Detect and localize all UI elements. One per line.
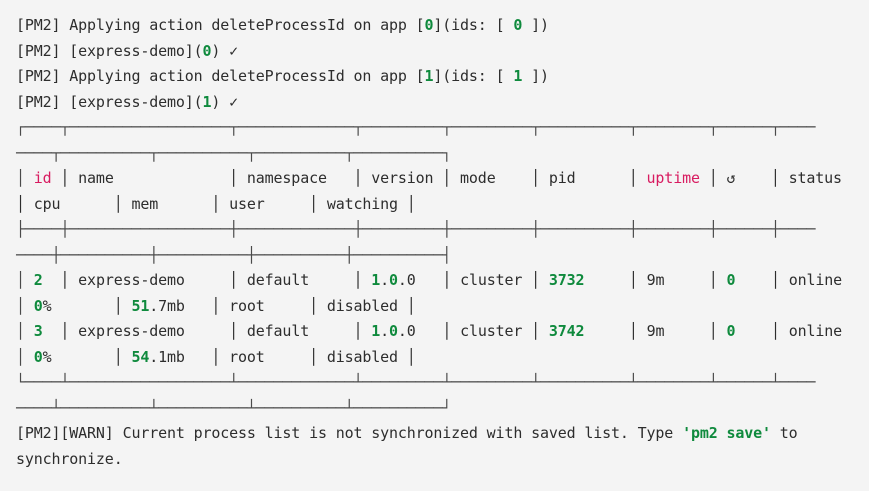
- text-segment: ┌────┬──────────────────┬─────────────┬─…: [16, 118, 816, 136]
- text-segment: │: [16, 271, 34, 289]
- text-segment: │ express-demo │ default │: [42, 271, 372, 289]
- text-segment: ](ids: [: [433, 67, 514, 85]
- cell-id: 2: [33, 271, 43, 289]
- table-header-row-wrap: │ cpu │ mem │ user │ watching │: [16, 192, 869, 218]
- process-id: 1: [513, 67, 523, 85]
- text-segment: [PM2] [express-demo](: [16, 41, 203, 60]
- text-segment: .: [380, 271, 390, 289]
- text-segment: ]): [522, 16, 549, 34]
- cell-restarts: 0: [726, 271, 736, 289]
- text-segment: │: [16, 347, 34, 366]
- table-separator: ├────┼──────────────────┼─────────────┼─…: [16, 217, 869, 243]
- text-segment: .0: [397, 271, 416, 289]
- table-border-top: ┌────┬──────────────────┬─────────────┬─…: [16, 115, 869, 141]
- cell-cpu: 0: [33, 347, 43, 366]
- cell-version: 1: [371, 322, 381, 340]
- text-segment: [PM2] [express-demo](: [16, 92, 203, 111]
- text-segment: to: [770, 424, 798, 442]
- text-segment: ) ✓: [211, 92, 239, 111]
- app-index: 0: [424, 16, 434, 34]
- table-row-1-wrap: │ 0% │ 51.7mb │ root │ disabled │: [16, 294, 869, 320]
- cell-version: 0: [389, 271, 398, 289]
- cell-restarts: 0: [726, 322, 736, 340]
- text-segment: [PM2] Applying action deleteProcessId on…: [16, 16, 425, 34]
- cell-version: 1: [371, 271, 381, 289]
- text-segment: │ cpu │ mem │ user │ watching │: [16, 194, 416, 213]
- table-border-bottom-wrap: ────┴──────────┴──────────┴──────────┴──…: [16, 396, 869, 422]
- text-segment: │ express-demo │ default │: [42, 322, 372, 340]
- cell-version: 0: [389, 322, 398, 340]
- text-segment: │ name │ namespace │ version │ mode │ pi…: [51, 169, 647, 187]
- table-separator-wrap: ────┼──────────┼──────────┼──────────┼──…: [16, 243, 869, 269]
- cell-mem: 54: [131, 347, 150, 366]
- pm2-log-line: [PM2] [express-demo](0) ✓: [16, 39, 869, 65]
- pm2-warning-line-wrap: synchronize.: [16, 447, 869, 473]
- cell-mem: 51: [131, 296, 150, 315]
- text-segment: ]): [522, 67, 549, 85]
- text-segment: │ 9m │: [584, 271, 727, 289]
- text-segment: [PM2] Applying action deleteProcessId on…: [16, 67, 425, 85]
- text-segment: ) ✓: [211, 41, 239, 60]
- text-segment: │ ↺ │ status: [699, 169, 842, 187]
- table-row-2-wrap: │ 0% │ 54.1mb │ root │ disabled │: [16, 345, 869, 371]
- text-segment: synchronize.: [16, 449, 123, 468]
- text-segment: ├────┼──────────────────┼─────────────┼─…: [16, 220, 816, 238]
- text-segment: .0: [397, 322, 416, 340]
- text-segment: % │: [42, 347, 132, 366]
- text-segment: .: [380, 322, 390, 340]
- text-segment: │: [16, 296, 34, 315]
- process-id: 0: [202, 41, 212, 60]
- table-border-top-wrap: ────┬──────────┬──────────┬──────────┬──…: [16, 141, 869, 167]
- cell-id: 3: [33, 322, 43, 340]
- column-header-uptime: uptime: [646, 169, 700, 187]
- cell-pid: 3732: [548, 271, 585, 289]
- text-segment: ────┼──────────┼──────────┼──────────┼──…: [16, 245, 452, 264]
- text-segment: │: [16, 322, 34, 340]
- process-id: 1: [202, 92, 212, 111]
- table-row-2: │ 3 │ express-demo │ default │ 1.0.0 │ c…: [16, 319, 869, 345]
- app-index: 1: [424, 67, 434, 85]
- text-segment: .7mb │ root │ disabled │: [149, 296, 416, 315]
- text-segment: [PM2][WARN] Current process list is not …: [16, 424, 683, 442]
- table-row-1: │ 2 │ express-demo │ default │ 1.0.0 │ c…: [16, 268, 869, 294]
- cell-cpu: 0: [33, 296, 43, 315]
- pm2-log-line: [PM2] Applying action deleteProcessId on…: [16, 13, 869, 39]
- cell-pid: 3742: [548, 322, 585, 340]
- text-segment: .1mb │ root │ disabled │: [149, 347, 416, 366]
- text-segment: └────┴──────────────────┴─────────────┴─…: [16, 373, 816, 391]
- text-segment: │ cluster │: [415, 271, 549, 289]
- column-header-id: id: [33, 169, 52, 187]
- text-segment: % │: [42, 296, 132, 315]
- pm2-save-command: 'pm2 save': [682, 424, 771, 442]
- pm2-log-line: [PM2] [express-demo](1) ✓: [16, 90, 869, 116]
- text-segment: ────┬──────────┬──────────┬──────────┬──…: [16, 143, 452, 162]
- text-segment: ](ids: [: [433, 16, 514, 34]
- text-segment: │: [16, 169, 34, 187]
- text-segment: │ cluster │: [415, 322, 549, 340]
- text-segment: │ online: [735, 271, 842, 289]
- pm2-warning-line: [PM2][WARN] Current process list is not …: [16, 421, 869, 447]
- process-id: 0: [513, 16, 523, 34]
- table-header-row: │ id │ name │ namespace │ version │ mode…: [16, 166, 869, 192]
- text-segment: │ online: [735, 322, 842, 340]
- pm2-log-line: [PM2] Applying action deleteProcessId on…: [16, 64, 869, 90]
- table-border-bottom: └────┴──────────────────┴─────────────┴─…: [16, 370, 869, 396]
- text-segment: │ 9m │: [584, 322, 727, 340]
- text-segment: ────┴──────────┴──────────┴──────────┴──…: [16, 398, 452, 417]
